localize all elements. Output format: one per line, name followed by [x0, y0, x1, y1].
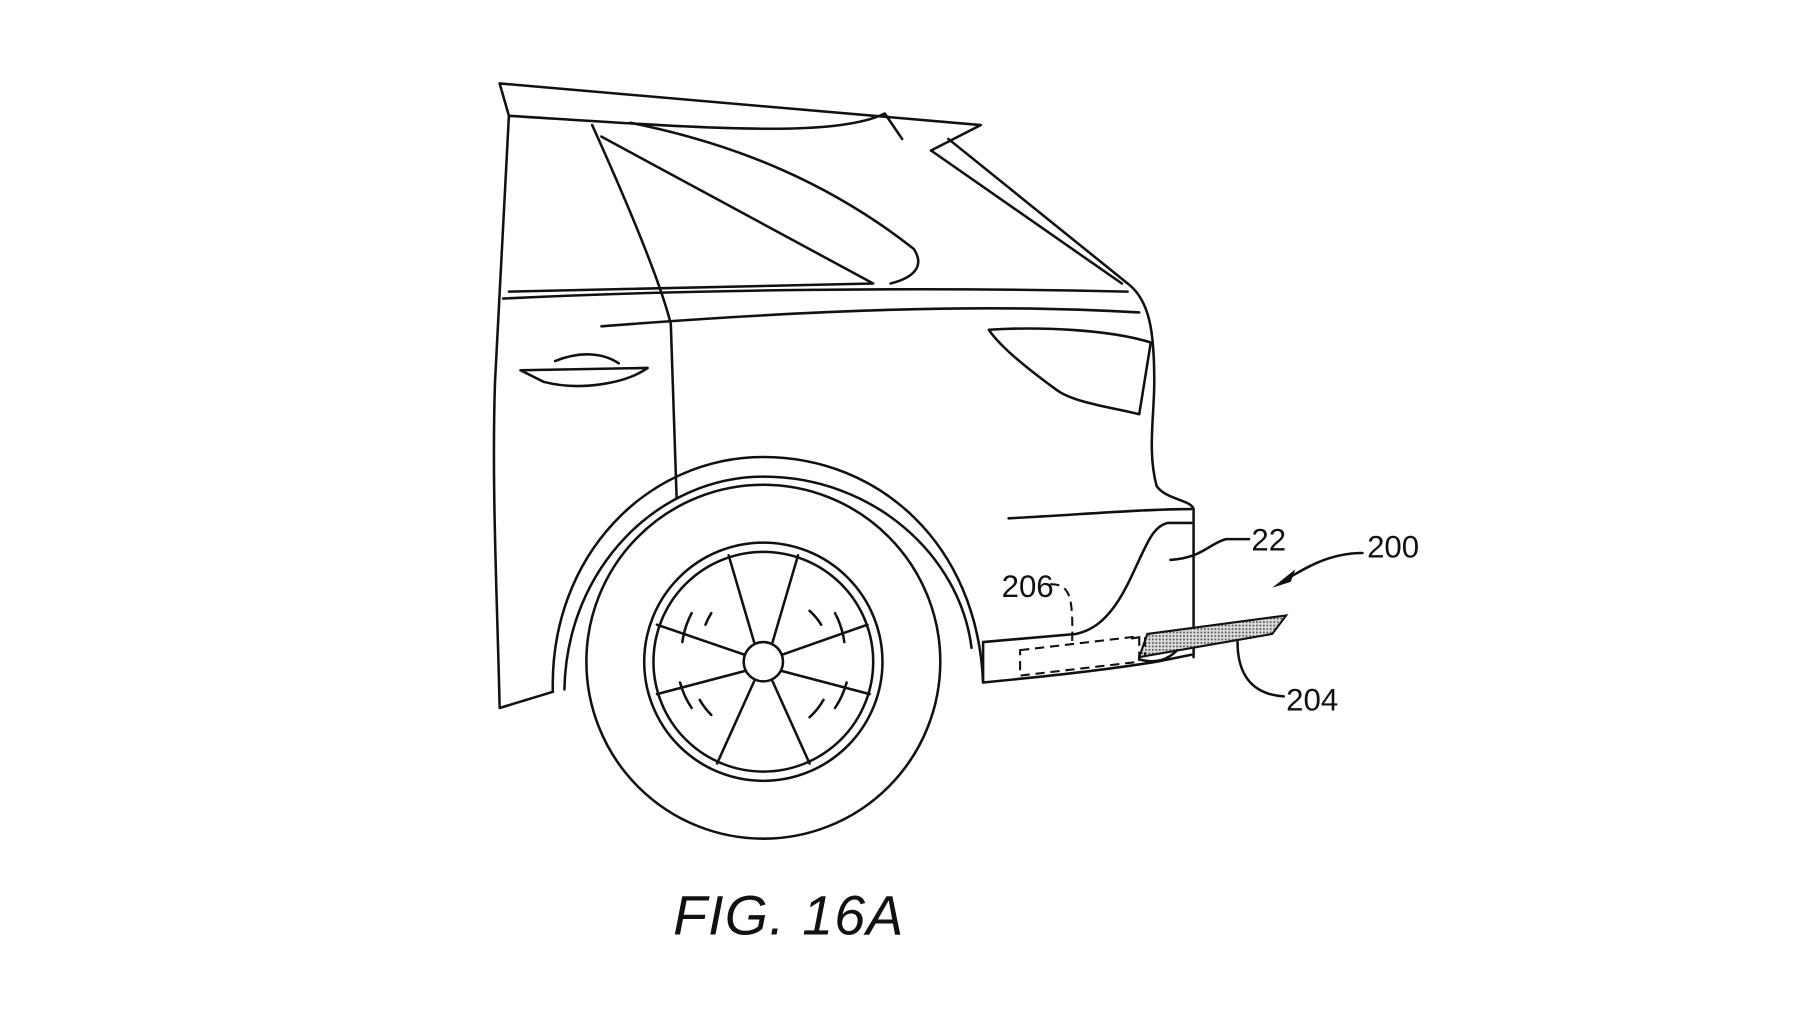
figure-caption: FIG. 16A: [673, 885, 904, 947]
wheel: [585, 483, 942, 840]
label-200: 200: [1367, 530, 1419, 565]
label-206: 206: [1002, 569, 1054, 604]
label-22: 22: [1251, 523, 1286, 558]
label-204: 204: [1286, 682, 1338, 717]
step-housing-hidden: [1019, 583, 1147, 677]
leader-lines: [1169, 537, 1364, 698]
vehicle-body: [492, 82, 1195, 710]
deployable-step: [1137, 614, 1289, 663]
